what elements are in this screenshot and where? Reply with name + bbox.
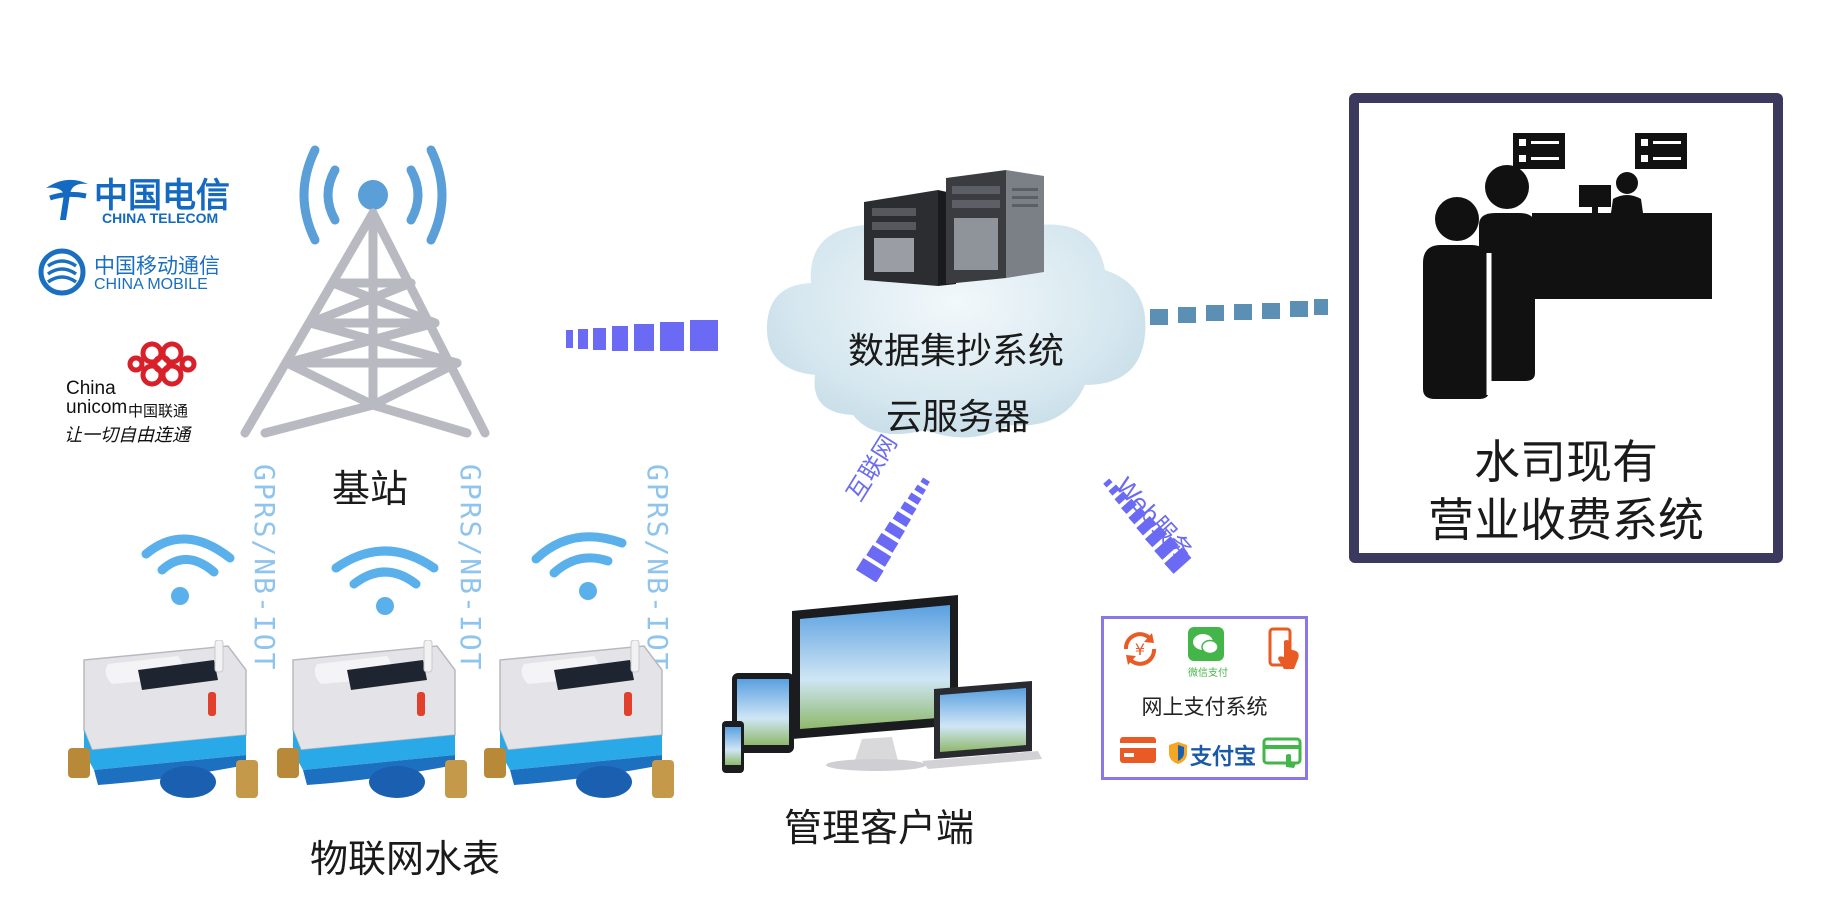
mobile-ring-icon [38, 248, 86, 296]
cloud-title: 数据集抄系统 [848, 331, 1065, 372]
client-label: 管理客户端 [784, 806, 975, 850]
mobile-cn-name: 中国移动通信 [94, 254, 220, 278]
internet-connector [855, 477, 930, 582]
china-telecom-logo: 中国电信 CHINA TELECOM [42, 168, 232, 228]
billing-system-subtitle: 营业收费系统 [1428, 493, 1704, 547]
unicom-cn-name: 中国联通 [128, 402, 189, 420]
payment-label: 网上支付系统 [1141, 695, 1268, 719]
telecom-cn-name: 中国电信 [94, 176, 230, 216]
mobile-pay-icon [1268, 627, 1299, 669]
card-tap-icon [1262, 737, 1302, 768]
unicom-en-china: China [66, 378, 116, 399]
counter-sign [1513, 133, 1565, 169]
gprs-label-1: GPRS/NB-IOT [248, 464, 281, 672]
china-unicom-logo: China unicom 中国联通 让一切自由连通 [62, 335, 222, 446]
web-service-connector [1103, 478, 1192, 574]
gprs-label-3: GPRS/NB-IOT [641, 464, 674, 672]
online-payment-panel: ¥ 微信支付 网上支付系统 支付宝 [1101, 616, 1308, 780]
billing-system-title: 水司现有 [1474, 435, 1658, 489]
cloud-subtitle: 云服务器 [886, 397, 1031, 438]
billing-system-panel: 水司现有 营业收费系统 [1349, 93, 1783, 563]
alipay-shield-icon [1169, 742, 1187, 764]
wechat-pay-label: 微信支付 [1188, 668, 1228, 679]
cloud-office-connector [1150, 299, 1328, 325]
bank-card-icon [1120, 737, 1156, 763]
devices-icon [722, 595, 1042, 773]
water-meter-icon [484, 640, 674, 798]
alipay-label: 支付宝 [1190, 744, 1257, 770]
water-meter-icon [68, 640, 258, 798]
gprs-label-2: GPRS/NB-IOT [454, 464, 487, 672]
china-mobile-logo: 中国移动通信 CHINA MOBILE [38, 248, 228, 300]
tower-label: 基站 [332, 467, 409, 511]
meters-label: 物联网水表 [310, 837, 501, 881]
server-icon [864, 170, 1044, 286]
mobile-en-name: CHINA MOBILE [94, 276, 208, 293]
unicom-knot-icon [127, 341, 197, 387]
water-meter-icon [277, 640, 467, 798]
unicom-slogan: 让一切自由连通 [64, 425, 190, 446]
wifi-icon [331, 546, 439, 615]
svg-text:¥: ¥ [1135, 640, 1145, 659]
cell-tower-icon [240, 145, 490, 438]
telecom-en-name: CHINA TELECOM [102, 210, 219, 226]
yuan-refresh-icon: ¥ [1124, 632, 1156, 666]
tower-cloud-connector [566, 320, 718, 351]
wifi-icon [141, 534, 235, 605]
wechat-pay-icon [1188, 627, 1224, 661]
telecom-swirl-icon [46, 179, 88, 220]
cloud-shape [766, 191, 1146, 438]
service-counter-icon [1423, 133, 1712, 399]
unicom-en-unicom: unicom [66, 397, 128, 418]
wifi-icon [531, 532, 627, 600]
